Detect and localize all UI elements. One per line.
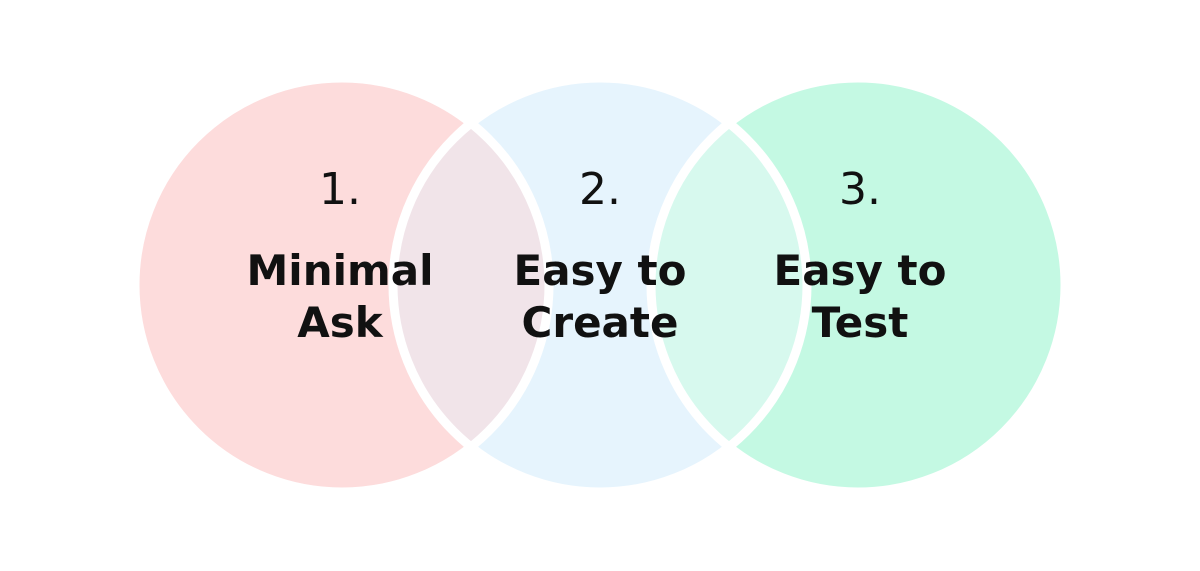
overlap-left-middle (393, 78, 549, 492)
circle-borders (130, 73, 1070, 497)
label-test: Test (812, 298, 909, 347)
number-2: 2. (579, 164, 621, 215)
number-3: 3. (839, 164, 881, 215)
overlap-middle-right (651, 78, 807, 492)
label-easy-to: Easy to (774, 246, 947, 295)
label-easy-to: Easy to (514, 246, 687, 295)
label-minimal: Minimal (247, 246, 434, 295)
number-1: 1. (319, 164, 361, 215)
label-ask: Ask (297, 298, 384, 347)
label-create: Create (522, 298, 679, 347)
